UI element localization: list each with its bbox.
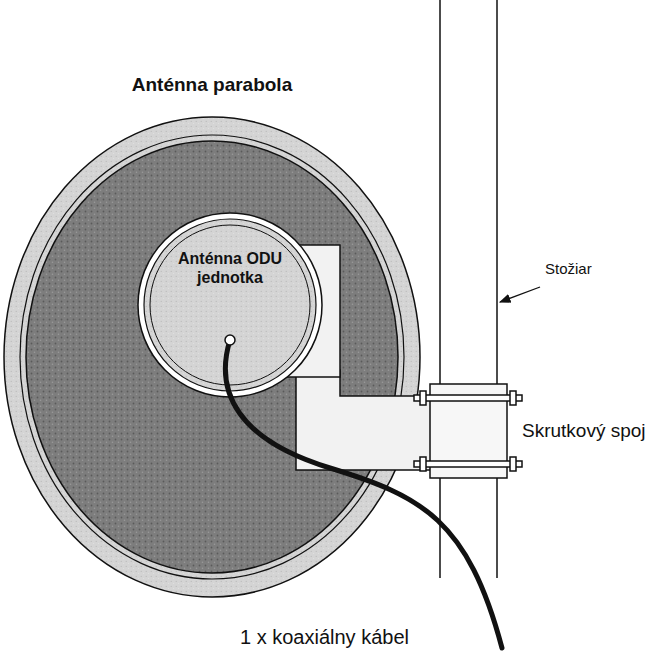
mast-line xyxy=(496,0,498,578)
dish-rim xyxy=(4,117,420,597)
cable-connector xyxy=(225,335,235,345)
odu-inner-ring xyxy=(150,225,310,385)
odu-text: Anténna ODU jednotka xyxy=(165,249,295,287)
cable-caption: 1 x koaxiálny kábel xyxy=(240,626,409,649)
dish-reflector xyxy=(26,141,398,573)
odu-outer-ring xyxy=(138,213,322,397)
mast-line xyxy=(439,0,441,578)
mount-arm xyxy=(296,370,440,470)
dish-heading: Anténna parabola xyxy=(4,74,420,97)
dish-node: Anténna parabolaAnténna ODU jednotka xyxy=(4,66,420,600)
leader-arrow xyxy=(500,287,540,302)
mast-label: Stožiar xyxy=(545,260,592,277)
coax-cable xyxy=(225,340,502,648)
bolts xyxy=(414,391,522,471)
bolt-label: Skrutkový spoj xyxy=(522,420,646,442)
odu-node: Anténna ODU jednotka xyxy=(140,211,320,391)
odu-body xyxy=(144,219,316,391)
dish-ring xyxy=(20,135,404,579)
